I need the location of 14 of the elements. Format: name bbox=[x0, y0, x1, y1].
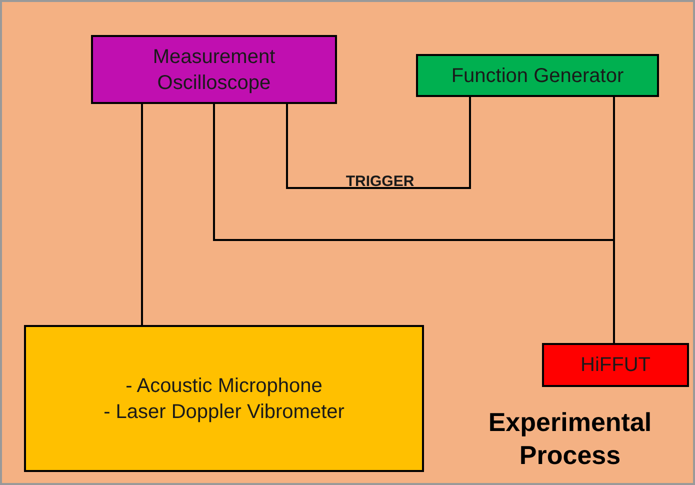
box-text: Function Generator bbox=[451, 64, 624, 88]
box-text: - Acoustic Microphone bbox=[126, 374, 322, 398]
box-text: Measurement Oscilloscope bbox=[152, 44, 276, 96]
box-text: - Laser Doppler Vibrometer bbox=[104, 400, 344, 424]
device-box bbox=[416, 54, 659, 97]
connector-line bbox=[613, 97, 615, 343]
device-box bbox=[542, 343, 689, 387]
box-text: HiFFUT bbox=[580, 353, 650, 378]
edge-label: TRIGGER bbox=[346, 172, 414, 192]
device-box bbox=[24, 325, 424, 472]
connector-line bbox=[141, 104, 143, 325]
title-text: Experimental Process bbox=[487, 406, 653, 471]
device-box bbox=[91, 35, 337, 104]
connector-line bbox=[286, 97, 471, 189]
